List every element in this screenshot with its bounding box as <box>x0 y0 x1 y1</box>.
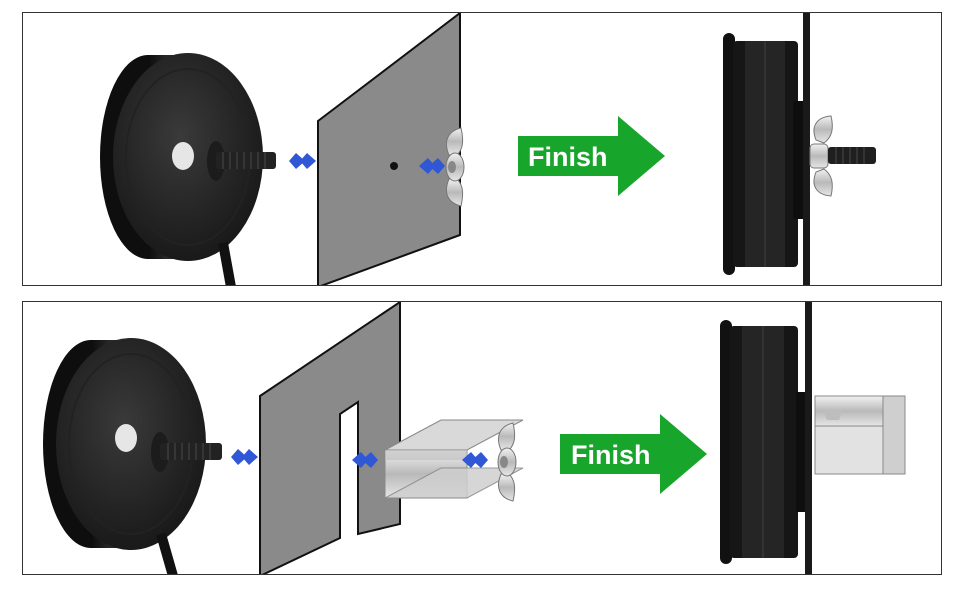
step-bottom-svg: Finish <box>43 302 906 574</box>
assembled-reel <box>723 33 805 275</box>
step-top-svg: Finish <box>100 13 876 285</box>
chevron-left-icon <box>462 452 488 468</box>
chevron-left-icon <box>419 158 445 174</box>
chevron-left-icon <box>352 452 378 468</box>
threaded-bolt-icon <box>151 432 222 472</box>
chevron-right-icon <box>231 449 258 465</box>
assembled-bracket <box>814 395 906 475</box>
cable-reel-icon <box>100 53 263 285</box>
plate-hole <box>390 162 398 170</box>
cable-reel-icon <box>43 338 206 574</box>
finish-arrow-icon: Finish <box>560 414 707 494</box>
wing-nut-icon <box>497 422 517 502</box>
assembled-wing-nut <box>809 115 876 197</box>
finish-label: Finish <box>528 142 608 172</box>
finish-label: Finish <box>571 440 651 470</box>
wing-nut-icon <box>445 127 465 207</box>
wall-edge <box>803 13 810 285</box>
assembled-reel <box>720 320 808 564</box>
mounting-plate-slotted <box>259 302 401 574</box>
mounting-plate <box>317 13 461 285</box>
step-panel-wing-nut: Finish <box>22 12 942 286</box>
u-bracket-icon <box>384 419 524 499</box>
step-panel-bracket-clamp: Finish <box>22 301 942 575</box>
finish-arrow-icon: Finish <box>518 116 665 196</box>
chevron-right-icon <box>289 153 316 169</box>
threaded-bolt-icon <box>207 141 276 181</box>
wall-edge <box>805 302 812 574</box>
